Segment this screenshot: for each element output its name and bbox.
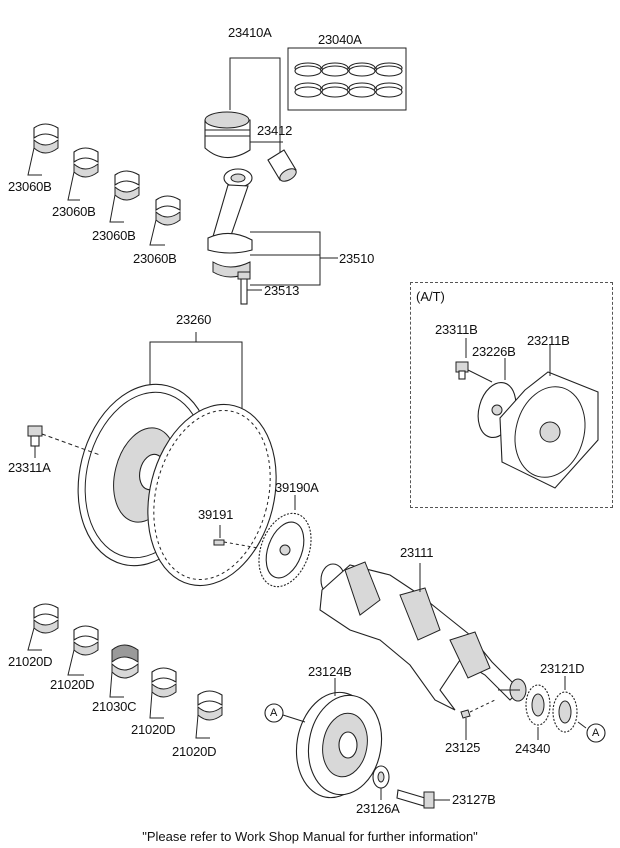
label-23126A: 23126A — [356, 801, 400, 816]
label-23121D: 23121D — [540, 661, 585, 676]
label-39191: 39191 — [198, 507, 234, 522]
drive-plate-icon — [455, 338, 599, 489]
reference-markers — [264, 703, 606, 743]
label-23125: 23125 — [445, 740, 481, 755]
piston-pin-icon — [267, 149, 297, 182]
conrod-bearings-icon — [27, 123, 181, 246]
label-21030C: 21030C — [92, 699, 137, 714]
label-21020D-3: 21020D — [131, 722, 176, 737]
label-23060B-3: 23060B — [92, 228, 136, 243]
label-23060B-1: 23060B — [8, 179, 52, 194]
label-23124B: 23124B — [308, 664, 352, 679]
label-24340: 24340 — [515, 741, 551, 756]
crank-sprocket-icon — [525, 676, 587, 740]
label-39190A: 39190A — [275, 480, 319, 495]
label-23412: 23412 — [257, 123, 293, 138]
piston-icon — [204, 57, 283, 180]
at-section-title: (A/T) — [416, 289, 445, 304]
rod-bolt-icon — [237, 271, 262, 305]
label-23060B-2: 23060B — [52, 204, 96, 219]
label-23040A: 23040A — [318, 32, 362, 47]
connecting-rod-icon — [207, 168, 338, 286]
crankshaft-icon — [319, 561, 527, 711]
label-23060B-4: 23060B — [133, 251, 177, 266]
label-23226B: 23226B — [472, 344, 516, 359]
label-23211B: 23211B — [527, 333, 570, 348]
pulley-bolt-icon — [396, 789, 450, 809]
label-23311B: 23311B — [435, 322, 478, 337]
reference-a-left: A — [270, 707, 278, 719]
label-23510: 23510 — [339, 251, 375, 266]
piston-rings-icon — [287, 47, 407, 111]
washer-icon — [372, 765, 390, 800]
flywheel-icon — [77, 332, 277, 587]
label-21020D-4: 21020D — [172, 744, 217, 759]
main-bearings-icon — [27, 603, 223, 739]
reference-a-right: A — [592, 727, 600, 739]
label-23127B: 23127B — [452, 792, 496, 807]
label-23260: 23260 — [176, 312, 212, 327]
woodruff-key-icon — [460, 699, 496, 740]
footnote: "Please refer to Work Shop Manual for fu… — [142, 829, 478, 844]
damper-pulley-icon — [282, 678, 383, 799]
flywheel-bolt-icon — [27, 425, 101, 458]
label-23111: 23111 — [400, 545, 434, 560]
dowel-pin-icon — [213, 525, 259, 549]
automatic-transmission-box — [410, 282, 613, 508]
ring-gear-icon — [258, 495, 312, 588]
label-23311A: 23311A — [8, 460, 51, 475]
label-23410A: 23410A — [228, 25, 272, 40]
label-21020D-1: 21020D — [8, 654, 53, 669]
label-23513: 23513 — [264, 283, 300, 298]
label-21020D-2: 21020D — [50, 677, 95, 692]
